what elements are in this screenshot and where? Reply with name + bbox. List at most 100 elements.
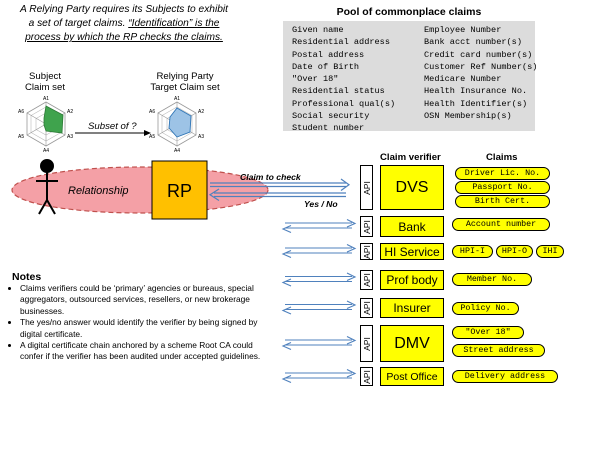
pool-claim-item: Date of Birth (292, 61, 360, 72)
verifier-link-arrow (281, 300, 357, 315)
pool-claim-item: Residential status (292, 86, 385, 97)
intro-line-1: A Relying Party requires its Subjects to… (20, 4, 228, 15)
claim-verifier-header: Claim verifier (380, 152, 441, 163)
api-label: API (361, 369, 372, 384)
rp-radar-axis-a2: A2 (198, 109, 204, 115)
claim-pill: Birth Cert. (455, 195, 550, 208)
note-item: The yes/no answer would identify the ver… (20, 317, 272, 340)
rp-radar-chart: A1 A2 A3 A4 A5 A6 (149, 96, 204, 154)
intro-line-3: process by which the RP checks the claim… (25, 32, 223, 43)
api-label: API (361, 219, 372, 234)
claim-to-check-arrow (210, 178, 351, 191)
api-label: API (361, 336, 372, 351)
subject-radar-axis-a4: A4 (43, 148, 49, 154)
api-box-dvs: API (360, 165, 373, 210)
api-label: API (361, 180, 372, 195)
rp-radar-axis-a5: A5 (149, 134, 155, 140)
note-item: A digital certificate chain anchored by … (20, 340, 272, 363)
pool-claim-item: Medicare Number (424, 74, 502, 85)
pool-claim-item: Residential address (292, 37, 390, 48)
pool-claim-item: Social security (292, 111, 370, 122)
subject-radar-axis-a5: A5 (18, 134, 24, 140)
verifier-link-arrow (281, 272, 357, 287)
pool-claim-item: Credit card number(s) (424, 49, 533, 60)
rp-label: RP (167, 181, 192, 201)
claim-pill: IHI (536, 245, 564, 258)
claim-pill: Street address (452, 344, 545, 357)
verifier-hi-service: HI Service (380, 243, 444, 260)
rp-radar-axis-a4: A4 (174, 148, 180, 154)
claim-pill: Account number (452, 218, 550, 231)
subject-radar-axis-a2: A2 (67, 109, 73, 115)
verifier-insurer: Insurer (380, 298, 444, 318)
subject-claim-set-label: Subject Claim set (25, 71, 65, 93)
pool-title: Pool of commonplace claims (336, 6, 482, 18)
pool-claim-item: Health Identifier(s) (424, 98, 528, 109)
verifier-link-arrow (281, 369, 357, 384)
api-box-hi-service: API (360, 243, 373, 260)
claim-pill: Member No. (452, 273, 532, 286)
intro-line-2: a set of target claims. (28, 18, 129, 29)
claim-pill: Policy No. (452, 302, 519, 315)
claim-to-check-label: Claim to check (240, 172, 302, 182)
pool-claim-item: Postal address (292, 49, 365, 60)
pool-claim-item: Bank acct number(s) (424, 37, 522, 48)
subject-radar-axis-a6: A6 (18, 109, 24, 115)
intro-text: A Relying Party requires its Subjects to… (8, 3, 240, 45)
intro-line-2-underlined: “Identification” is the (128, 18, 220, 29)
yes-no-arrow (208, 188, 346, 202)
pool-claim-item: Given name (292, 25, 344, 35)
pool-claim-item: Employee Number (424, 25, 502, 35)
verifier-dvs: DVS (380, 165, 444, 210)
rp-target-claim-set-label: Relying Party Target Claim set (150, 71, 220, 93)
relationship-label: Relationship (68, 185, 129, 197)
rp-radar-axis-a3: A3 (198, 134, 204, 140)
api-box-bank: API (360, 216, 373, 237)
pool-claim-item: Professional qual(s) (292, 98, 396, 109)
claim-pill: "Over 18" (452, 326, 524, 339)
verifier-link-arrow (281, 244, 357, 259)
verifier-link-arrow (281, 219, 357, 234)
claim-pill: HPI-O (496, 245, 533, 258)
yes-no-label: Yes / No (304, 199, 338, 209)
subject-radar-axis-a1: A1 (43, 96, 49, 102)
api-label: API (361, 273, 372, 287)
api-box-insurer: API (360, 298, 373, 318)
verifier-post-office: Post Office (380, 367, 444, 386)
verifier-dmv: DMV (380, 325, 444, 362)
subject-radar-chart: A1 A2 A3 A4 A5 A6 (18, 96, 73, 154)
claim-pill: Passport No. (455, 181, 550, 194)
notes-title: Notes (12, 271, 42, 283)
subject-figure (36, 159, 58, 215)
api-box-prof-body: API (360, 270, 373, 290)
claim-pill: HPI-I (452, 245, 493, 258)
api-label: API (361, 244, 372, 259)
subject-radar-axis-a3: A3 (67, 134, 73, 140)
api-label: API (361, 301, 372, 315)
pool-box (283, 21, 535, 131)
pool-claim-item: Student number (292, 123, 365, 134)
api-box-post-office: API (360, 367, 373, 386)
claim-pill: Driver Lic. No. (455, 167, 550, 180)
pool-claim-item: "Over 18" (292, 74, 339, 85)
rp-box (151, 160, 208, 220)
verifier-link-arrow (281, 336, 357, 351)
verifier-prof-body: Prof body (380, 270, 444, 290)
notes-list: Claims verifiers could be ‘primary’ agen… (6, 283, 272, 363)
pool-claim-item: Customer Ref Number(s) (424, 61, 538, 72)
verifier-bank: Bank (380, 216, 444, 237)
pool-claim-item: OSN Membership(s) (424, 111, 512, 122)
claims-header: Claims (486, 152, 518, 163)
rp-radar-area (168, 107, 192, 138)
api-box-dmv: API (360, 325, 373, 362)
subject-radar-area (43, 105, 64, 134)
rp-radar-axis-a1: A1 (174, 96, 180, 102)
subset-label: Subset of ? (88, 121, 137, 132)
claim-pill: Delivery address (452, 370, 558, 383)
rp-radar-axis-a6: A6 (149, 109, 155, 115)
note-item: Claims verifiers could be ‘primary’ agen… (20, 283, 272, 317)
pool-claim-item: Health Insurance No. (424, 86, 528, 97)
